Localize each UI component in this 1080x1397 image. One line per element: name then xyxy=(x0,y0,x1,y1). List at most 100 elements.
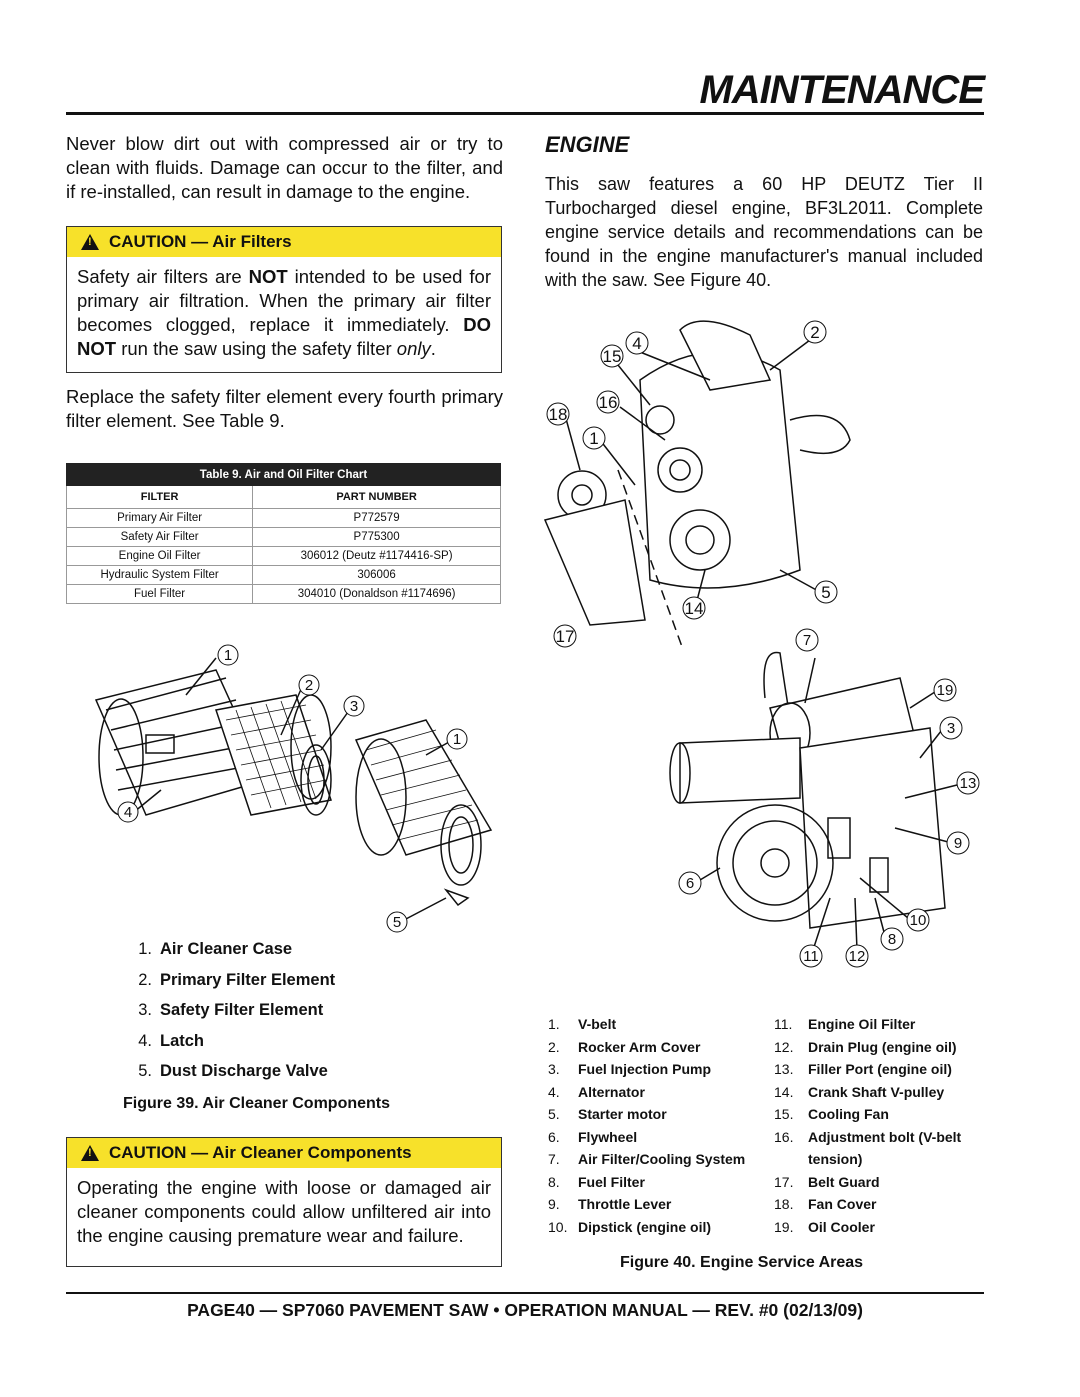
table-cell: Hydraulic System Filter xyxy=(65,565,254,585)
item-number: 11. xyxy=(774,1016,793,1032)
caution-emphasis-only: only xyxy=(396,338,431,359)
item-label: Oil Cooler xyxy=(808,1218,875,1235)
warning-icon xyxy=(81,1145,99,1161)
list-item: 5. Dust Discharge Valve xyxy=(120,1056,335,1087)
item-number: 2. xyxy=(548,1038,560,1055)
table-cell: 306012 (Deutz #1174416-SP) xyxy=(252,546,501,566)
page-title: MAINTENANCE xyxy=(699,68,985,112)
engine-legend-right: 11. Engine Oil Filter 12. Drain Plug (engi… xyxy=(774,1013,986,1238)
item-label: Dipstick (engine oil) xyxy=(578,1218,712,1235)
caution-air-cleaner-components: CAUTION — Air Cleaner Components Operati… xyxy=(66,1137,502,1267)
callout-label: 7 xyxy=(803,632,811,649)
caution-text-part: . xyxy=(430,338,436,359)
list-item: 3. Fuel Injection Pump xyxy=(548,1058,745,1081)
item-label: Crank Shaft V-pulley xyxy=(808,1083,945,1100)
list-item: 17. Belt Guard xyxy=(774,1171,986,1194)
caution-title: CAUTION — Air Cleaner Components xyxy=(109,1143,412,1162)
list-item: 16.Adjustment bolt (V-belt xyxy=(774,1126,986,1149)
table-cell: 306006 xyxy=(252,565,501,585)
callout-label: 17 xyxy=(556,627,575,646)
caution-body: Operating the engine with loose or damag… xyxy=(77,1177,491,1246)
list-item: 12. Drain Plug (engine oil) xyxy=(774,1036,986,1059)
item-label: Filler Port (engine oil) xyxy=(808,1061,952,1077)
item-label: V-belt xyxy=(578,1016,617,1032)
item-label: Fuel Injection Pump xyxy=(578,1061,712,1077)
footer-rule xyxy=(66,1292,984,1294)
item-number: 3. xyxy=(138,1001,152,1019)
item-number: 10. xyxy=(548,1218,568,1235)
callout-label: 3 xyxy=(947,720,955,737)
figure-40-caption: Figure 40. Engine Service Areas xyxy=(620,1254,864,1271)
item-label: Adjustment bolt (V-belt xyxy=(808,1128,962,1145)
item-number: 15. xyxy=(774,1106,794,1122)
item-label: Air Cleaner Case xyxy=(160,940,293,958)
column-header: PART NUMBER xyxy=(252,485,501,509)
item-label: Air Filter/Cooling System xyxy=(578,1151,746,1167)
list-item: tension) xyxy=(774,1148,986,1171)
list-item: 2. Rocker Arm Cover xyxy=(548,1036,745,1059)
list-item: 13.Filler Port (engine oil) xyxy=(774,1058,986,1081)
callout-label: 5 xyxy=(821,583,830,602)
callout-label: 5 xyxy=(393,914,401,931)
caution-emphasis-do-not: DO NOT xyxy=(77,314,491,359)
list-item: 4.Latch xyxy=(120,1026,335,1057)
page-footer: PAGE40 — SP7060 PAVEMENT SAW • OPERATION… xyxy=(187,1300,863,1320)
item-number: 4. xyxy=(138,1031,152,1050)
item-number: 5. xyxy=(138,1062,152,1080)
callout-label: 1 xyxy=(589,429,598,448)
item-number: 9. xyxy=(548,1196,560,1212)
list-item: 11. Engine Oil Filter xyxy=(774,1013,986,1036)
item-number: 19. xyxy=(774,1218,794,1235)
engine-front-illustration: 4 2 15 16 18 1 5 14 17 xyxy=(543,320,851,650)
callout-label: 2 xyxy=(305,677,313,694)
caution-air-filters: CAUTION — Air Filters Safety air filters… xyxy=(66,226,502,373)
callout-label: 12 xyxy=(849,948,866,965)
table-cell: P772579 xyxy=(252,508,501,528)
callout-label: 4 xyxy=(124,804,132,821)
item-number: 12. xyxy=(774,1038,794,1055)
caution-text-part: intended to be used for primary air filt… xyxy=(77,266,491,335)
filter-chart-table: Table 9. Air and Oil Filter Chart FILTER… xyxy=(65,463,501,604)
list-item: 9.Throttle Lever xyxy=(548,1193,745,1216)
callout-label: 9 xyxy=(954,835,962,852)
engine-paragraph: This saw features a 60 HP DEUTZ Tier II … xyxy=(545,174,983,290)
item-label: Engine Oil Filter xyxy=(808,1016,916,1032)
list-item: 1. Air Cleaner Case xyxy=(120,934,335,965)
table-cell: Primary Air Filter xyxy=(65,508,254,528)
engine-legend-left: 1. V-belt 2. Rocker Arm Cover 3. Fuel Injec… xyxy=(548,1013,745,1238)
item-number: 2. xyxy=(138,970,152,989)
list-item: 5.Starter motor xyxy=(548,1103,745,1126)
item-label: Belt Guard xyxy=(808,1173,880,1190)
warning-icon xyxy=(81,234,99,250)
item-number: 1. xyxy=(548,1016,560,1032)
item-label: Safety Filter Element xyxy=(160,1001,324,1019)
replace-paragraph: Replace the safety filter element every … xyxy=(66,386,503,431)
callout-label: 13 xyxy=(960,775,977,792)
item-number: 14. xyxy=(774,1083,794,1100)
table-cell: 304010 (Donaldson #1174696) xyxy=(252,584,501,604)
callout-label: 15 xyxy=(603,347,622,366)
caution-text-part: Safety air filters are xyxy=(77,266,249,287)
item-number: 3. xyxy=(548,1061,560,1077)
item-number: 17. xyxy=(774,1173,794,1190)
item-label: Fan Cover xyxy=(808,1196,877,1212)
header-rule xyxy=(66,112,984,115)
list-item: 18.Fan Cover xyxy=(774,1193,986,1216)
list-item: 8.Fuel Filter xyxy=(548,1171,745,1194)
list-item: 7. Air Filter/Cooling System xyxy=(548,1148,745,1171)
callout-label: 1 xyxy=(453,731,461,748)
item-label: Rocker Arm Cover xyxy=(578,1038,701,1055)
item-number: 7. xyxy=(548,1151,560,1167)
list-item: 10. Dipstick (engine oil) xyxy=(548,1216,745,1239)
item-label: Drain Plug (engine oil) xyxy=(808,1038,957,1055)
item-label: Flywheel xyxy=(578,1128,638,1145)
item-label: Dust Discharge Valve xyxy=(160,1062,328,1080)
item-number: 1. xyxy=(138,940,152,958)
callout-label: 2 xyxy=(810,323,819,342)
table-cell: Fuel Filter xyxy=(65,584,254,604)
figure-39-caption: Figure 39. Air Cleaner Components xyxy=(123,1095,391,1112)
caution-body: Safety air filters are NOT intended to b… xyxy=(67,257,501,371)
callout-label: 16 xyxy=(599,393,618,412)
